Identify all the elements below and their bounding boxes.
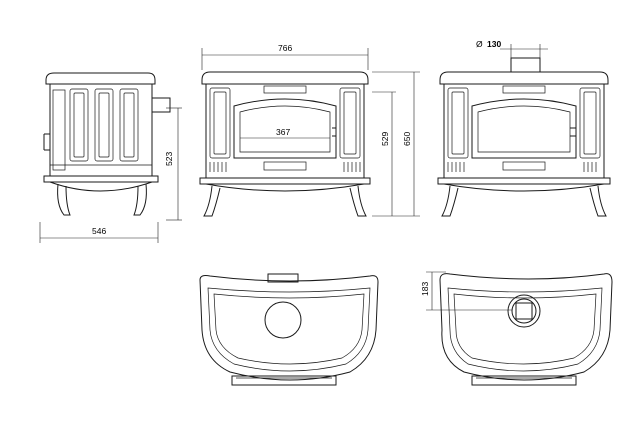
top-view-left: [199, 273, 379, 386]
mid-height-label: 529: [380, 132, 390, 146]
glass-width-label: 367: [276, 127, 290, 137]
flue-diameter-label: 130: [487, 39, 501, 49]
flue-offset-label: 183: [420, 282, 430, 296]
total-height-label: 650: [402, 132, 412, 146]
top-view-right: 183: [420, 271, 613, 386]
side-height-label: 523: [164, 152, 174, 166]
depth-label: 546: [92, 226, 106, 236]
side-view: 546 523: [39, 72, 182, 243]
svg-text:Ø 130: Ø 130: [476, 39, 501, 49]
front-view: 766 367 650 5: [199, 43, 420, 217]
rear-view: Ø 130: [437, 39, 611, 217]
diameter-symbol: Ø: [476, 39, 483, 49]
width-label: 766: [278, 43, 292, 53]
